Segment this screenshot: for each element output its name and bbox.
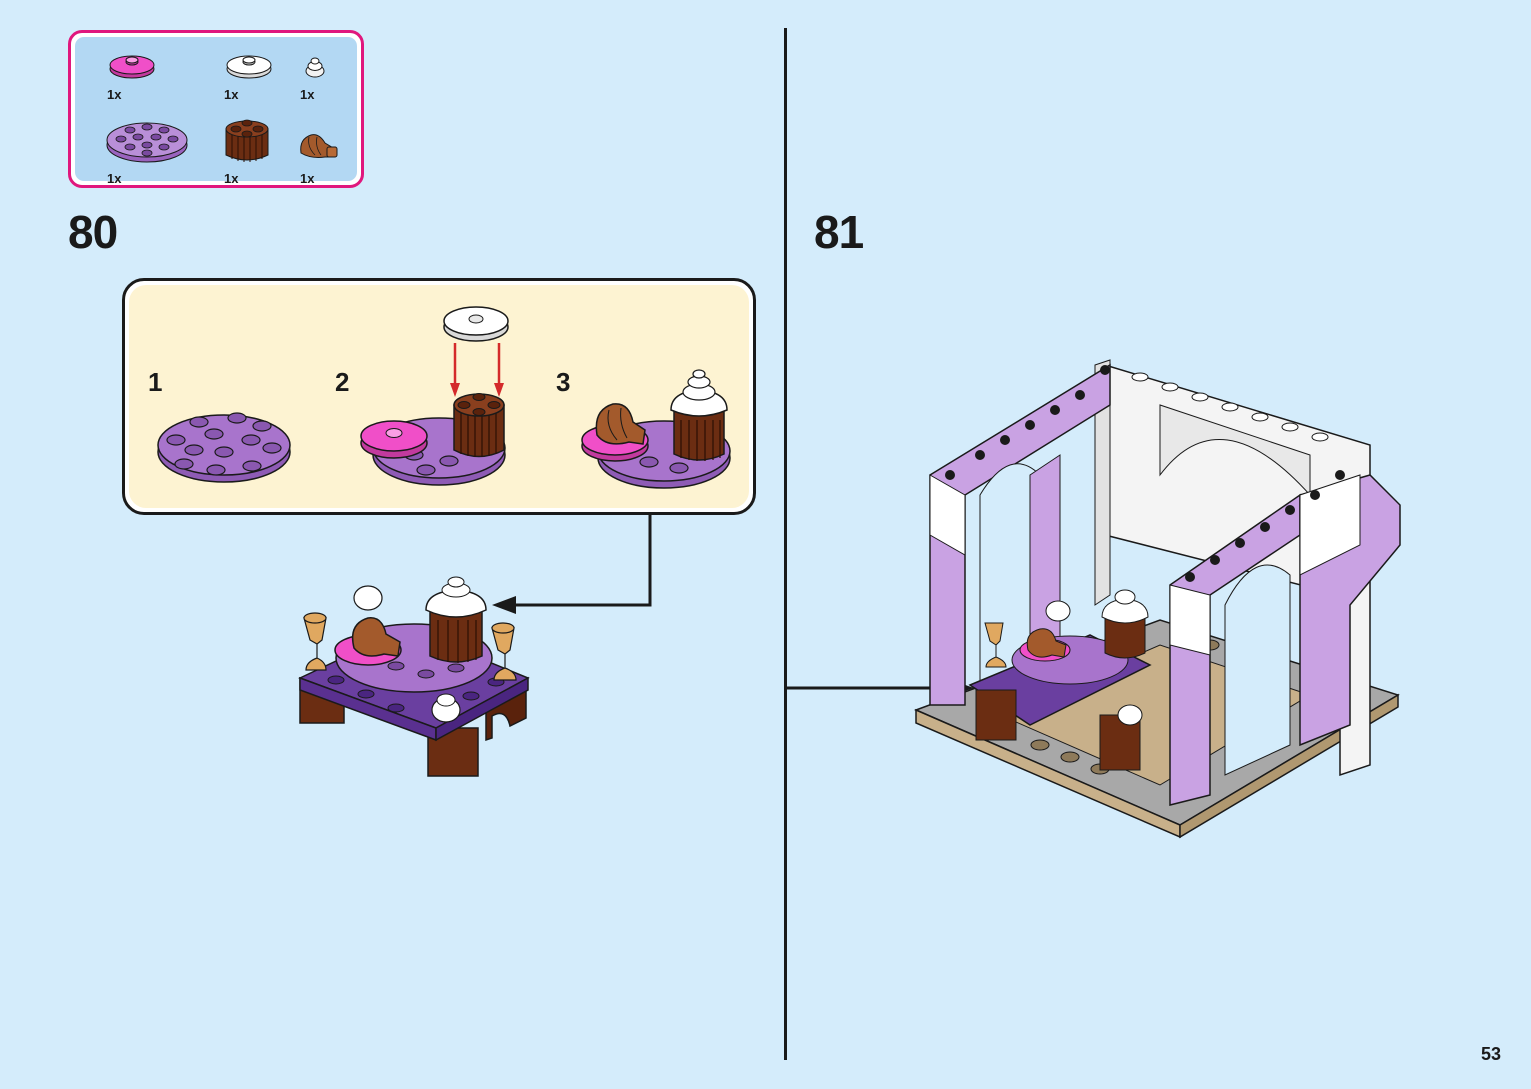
step-number: 81 <box>814 206 864 258</box>
pink-round-tile-icon <box>109 55 155 79</box>
parts-list: 1x 1x 1x 1x <box>68 30 364 188</box>
croissant-icon <box>300 134 338 158</box>
page-divider <box>784 28 787 1060</box>
part-quantity: 1x <box>300 171 315 186</box>
part-quantity: 1x <box>224 87 239 102</box>
brown-round-brick-icon <box>225 119 269 162</box>
white-swirl-cone-icon <box>305 57 325 78</box>
substep-2-illustration <box>360 306 509 486</box>
white-round-tile-icon <box>226 55 272 79</box>
part-quantity: 1x <box>224 171 239 186</box>
part-quantity: 1x <box>107 87 122 102</box>
step-81-pavilion-illustration <box>913 359 1401 839</box>
part-quantity: 1x <box>300 87 315 102</box>
callout-connector-arrow <box>492 514 652 614</box>
substep-number: 3 <box>556 367 571 397</box>
substep-box: 1 2 3 <box>122 278 756 515</box>
substep-number: 1 <box>148 367 163 397</box>
substep-panel: 1 2 3 <box>129 285 749 508</box>
part-quantity: 1x <box>107 171 122 186</box>
substep-3-illustration <box>581 369 731 489</box>
substep-number: 2 <box>335 367 350 397</box>
lavender-round-plate-icon <box>106 122 188 163</box>
step-number: 80 <box>68 206 118 258</box>
red-down-arrow-icon <box>450 343 504 397</box>
parts-list-panel: 1x 1x 1x 1x <box>75 37 357 186</box>
substep-1-plate-illustration <box>157 412 291 483</box>
page-number: 53 <box>1480 1044 1501 1064</box>
step-80-table-illustration <box>298 576 530 777</box>
